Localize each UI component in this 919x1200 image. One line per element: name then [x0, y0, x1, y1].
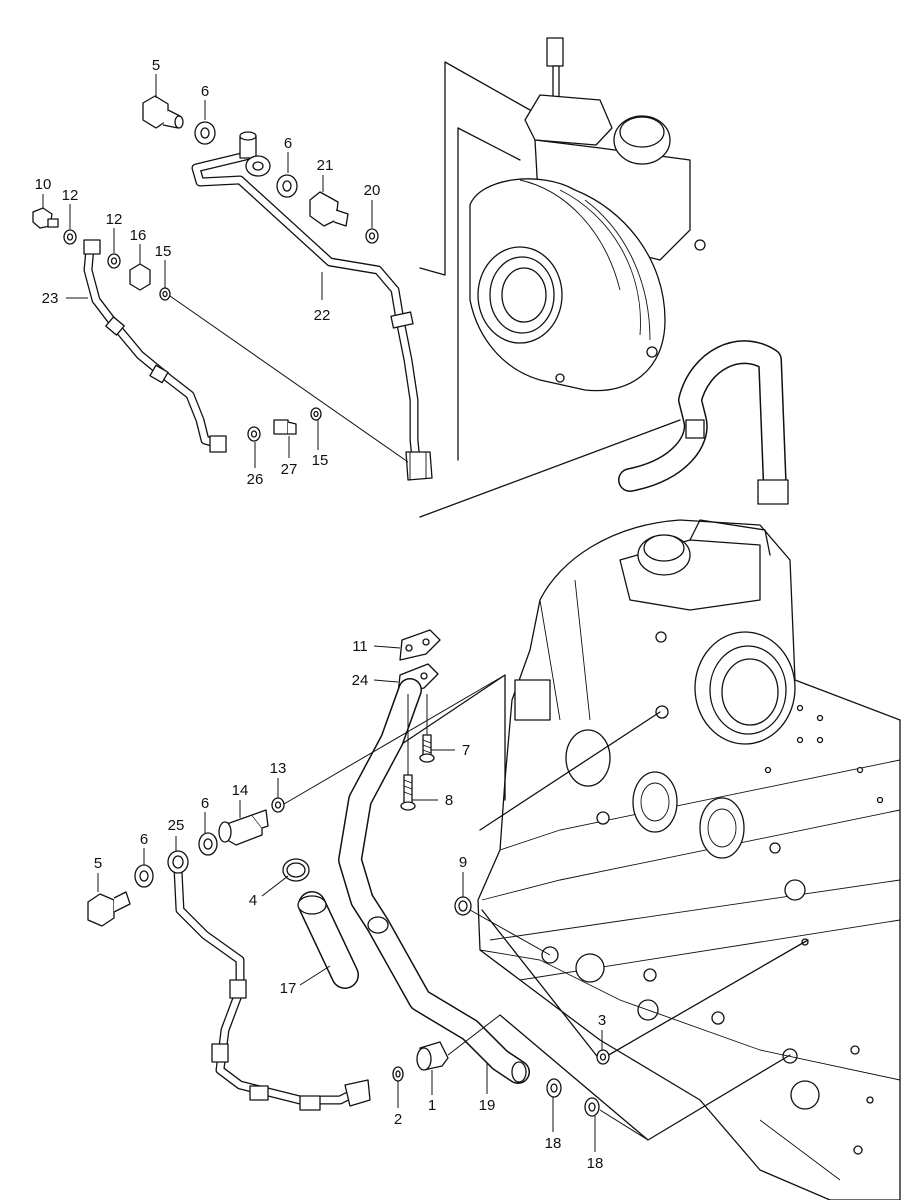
sealing-washer-6-lower-right — [198, 832, 218, 856]
callout-labels: 5 6 6 21 20 10 12 12 16 15 23 22 26 27 1… — [35, 57, 607, 1172]
seal-ring-12-left — [63, 229, 77, 245]
callout-25: 25 — [168, 817, 185, 834]
callout-26: 26 — [247, 471, 264, 488]
oil-feed-line-25 — [167, 850, 371, 1111]
callout-6-lower-right: 6 — [201, 795, 209, 812]
sealing-washer-6-lower-left — [134, 864, 154, 888]
callout-9: 9 — [459, 854, 467, 871]
callout-12-left: 12 — [62, 187, 79, 204]
seal-ring-3 — [596, 1049, 610, 1065]
callout-13: 13 — [270, 760, 287, 777]
callout-11: 11 — [352, 638, 368, 655]
callout-20: 20 — [364, 182, 381, 199]
callout-19: 19 — [479, 1097, 496, 1114]
bolt-8 — [400, 774, 416, 811]
seal-ring-20 — [365, 228, 379, 244]
seal-ring-9 — [454, 896, 472, 916]
callout-8: 8 — [445, 792, 453, 809]
bolt-10 — [32, 207, 59, 229]
union-14 — [218, 809, 269, 846]
seal-ring-12-right — [107, 253, 121, 269]
seal-ring-26 — [247, 426, 261, 442]
callout-2: 2 — [394, 1111, 402, 1128]
callout-6-lower-left: 6 — [140, 831, 148, 848]
callout-22: 22 — [314, 307, 331, 324]
oil-feed-line-22 — [191, 131, 433, 481]
seal-ring-2 — [392, 1066, 404, 1082]
assembly-line-15-to-22 — [169, 295, 409, 463]
assembly-line-13 — [283, 674, 506, 805]
banjo-bolt-5-lower — [87, 891, 131, 927]
seal-ring-13 — [271, 797, 285, 813]
callout-18-left: 18 — [545, 1135, 562, 1152]
callout-10: 10 — [35, 176, 52, 193]
seal-ring-15-lower — [310, 407, 322, 421]
callout-27: 27 — [281, 461, 298, 478]
adapter-21 — [309, 191, 349, 227]
nut-16 — [129, 263, 151, 291]
callout-15-lower: 15 — [312, 452, 329, 469]
clamp-4 — [282, 858, 310, 882]
oil-return-hose-19 — [338, 678, 530, 1084]
sealing-washer-6-upper — [194, 121, 216, 145]
leader-lines — [42, 74, 603, 1152]
seal-ring-18-right — [584, 1097, 600, 1117]
callout-3: 3 — [598, 1012, 606, 1029]
assembly-line-9 — [469, 909, 551, 956]
callout-24: 24 — [352, 672, 369, 689]
seal-ring-18-left — [546, 1078, 562, 1098]
union-1 — [416, 1041, 449, 1071]
banjo-bolt-5-upper — [142, 95, 184, 129]
assembly-line-bolts — [407, 694, 428, 775]
callout-23: 23 — [42, 290, 59, 307]
oil-line-23 — [83, 239, 227, 453]
bolt-7 — [419, 734, 435, 763]
callout-12-right: 12 — [106, 211, 123, 228]
hose-17 — [297, 891, 359, 989]
seal-ring-15-upper — [159, 287, 171, 301]
callout-18-right: 18 — [587, 1155, 604, 1172]
callout-16: 16 — [130, 227, 147, 244]
assembly-line-18 — [599, 1109, 649, 1141]
callout-14: 14 — [232, 782, 249, 799]
assembly-line-1 — [447, 1014, 501, 1056]
callout-7: 7 — [462, 742, 470, 759]
sealing-washer-6-mid — [276, 174, 298, 198]
callout-6-mid: 6 — [284, 135, 292, 152]
callout-4: 4 — [249, 892, 257, 909]
upper-turbocharger — [419, 37, 789, 518]
callout-6-upper: 6 — [201, 83, 209, 100]
gasket-11 — [399, 629, 441, 661]
union-27 — [273, 419, 297, 435]
engine-block — [377, 519, 901, 1200]
callout-15-upper: 15 — [155, 243, 172, 260]
callout-5-lower: 5 — [94, 855, 102, 872]
callout-1: 1 — [428, 1097, 436, 1114]
callout-5-upper: 5 — [152, 57, 160, 74]
callout-21: 21 — [317, 157, 334, 174]
callout-17: 17 — [280, 980, 297, 997]
